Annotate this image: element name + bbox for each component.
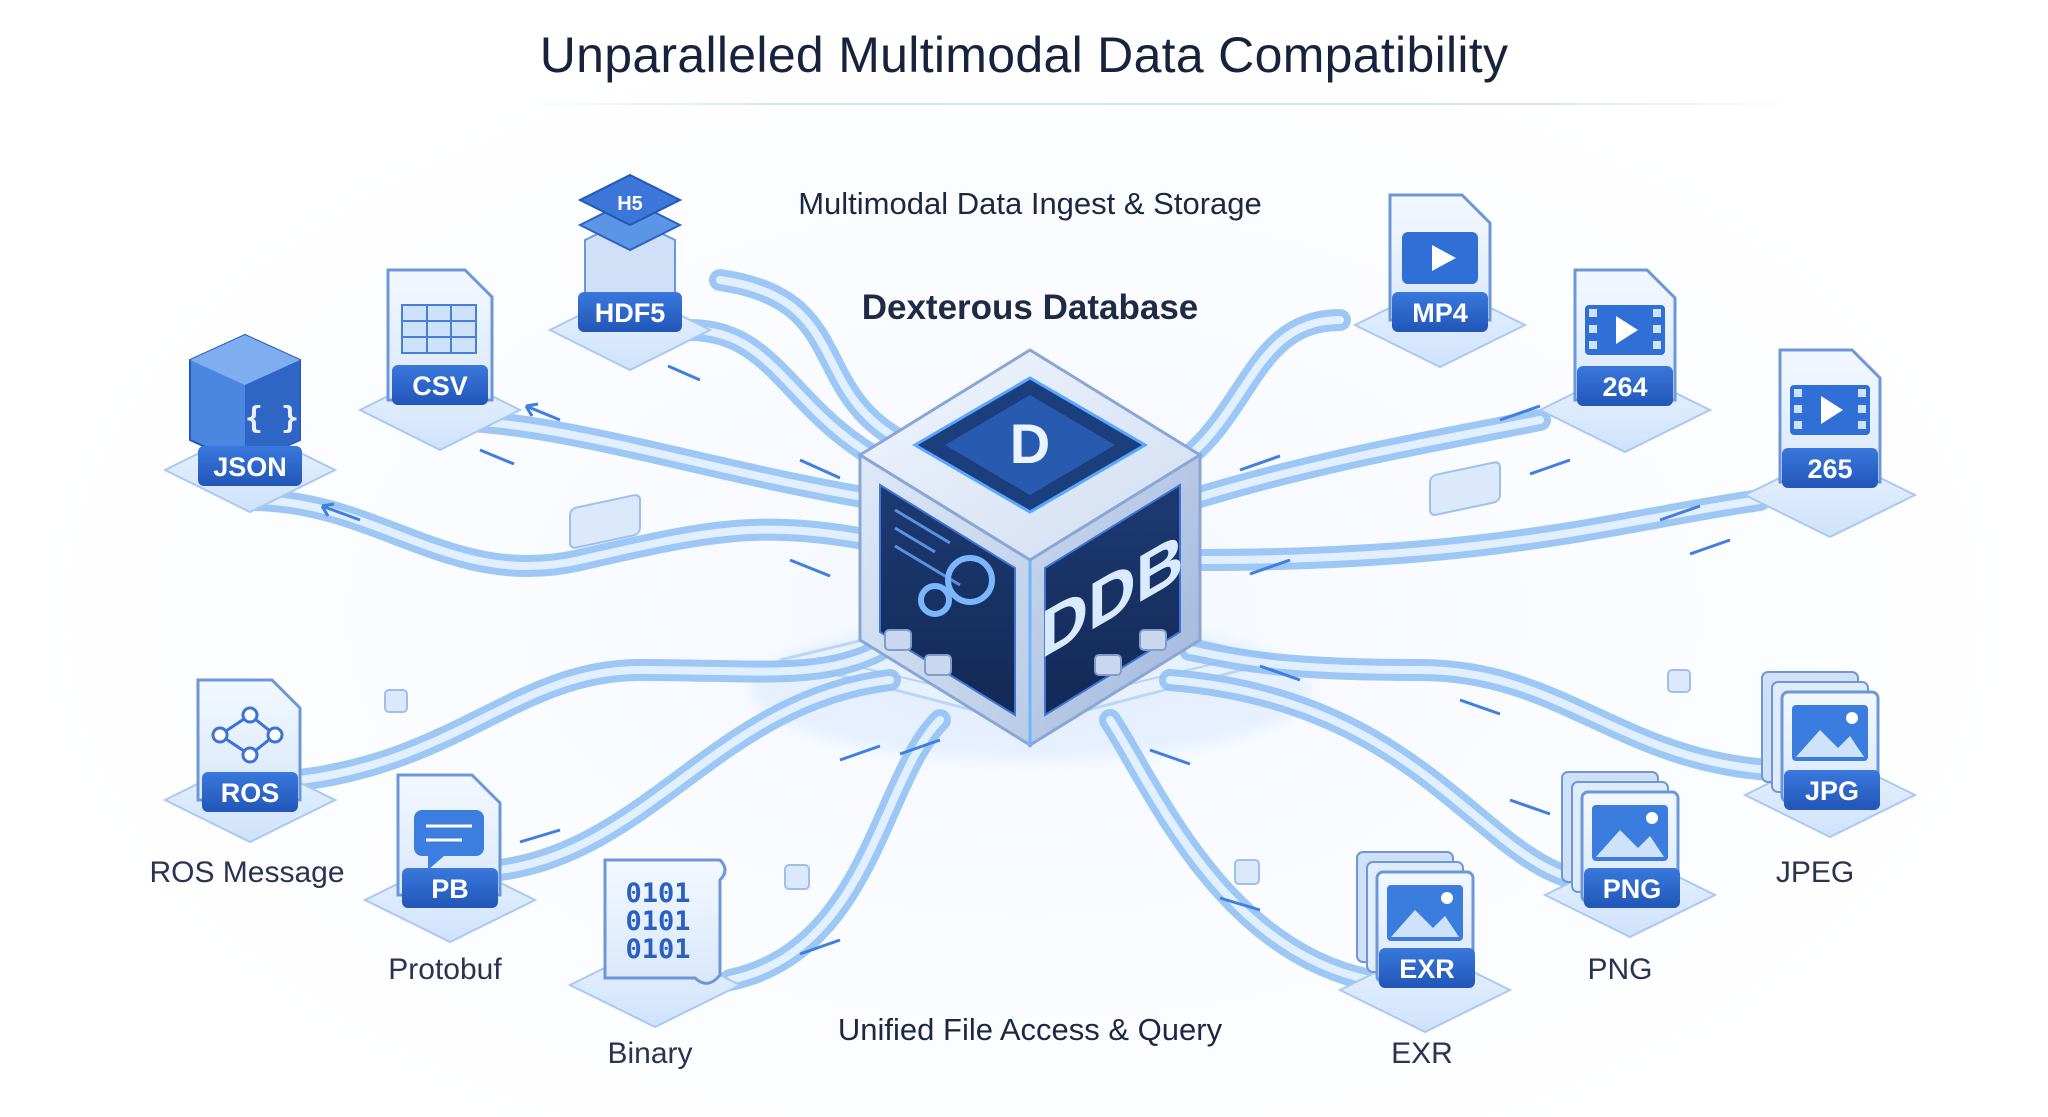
format-node-exr: EXR bbox=[1337, 851, 1513, 1034]
binary-line-3: 0101 bbox=[625, 934, 690, 965]
pipe-265 bbox=[1189, 489, 1771, 571]
pb-badge-label: PB bbox=[431, 874, 469, 904]
hdf5-tag: H5 bbox=[617, 193, 643, 215]
jpg-badge-label: JPG bbox=[1805, 776, 1859, 806]
mp4-badge bbox=[1392, 292, 1488, 332]
exr-badge-label: EXR bbox=[1399, 954, 1455, 984]
title-divider bbox=[520, 103, 1800, 105]
ros-badge-label: ROS bbox=[221, 778, 280, 808]
data-chips bbox=[384, 461, 1691, 890]
connector-pipes bbox=[239, 269, 1781, 991]
hdf5-badge bbox=[578, 292, 682, 332]
jpg-badge bbox=[1784, 770, 1880, 810]
pipe-exr bbox=[1099, 709, 1381, 991]
binary-caption: Binary bbox=[607, 1037, 693, 1070]
csv-badge bbox=[392, 365, 488, 405]
flow-arrows bbox=[320, 364, 1731, 956]
exr-badge bbox=[1379, 948, 1475, 988]
ddb-hub bbox=[857, 348, 1203, 748]
message-icon bbox=[414, 810, 484, 870]
image-icon bbox=[1387, 885, 1463, 941]
binary-line-1: 0101 bbox=[625, 878, 690, 909]
exr-caption: EXR bbox=[1391, 1037, 1453, 1070]
png-badge-label: PNG bbox=[1603, 874, 1662, 904]
format-node-pb: PB bbox=[362, 773, 538, 944]
png-caption: PNG bbox=[1587, 953, 1653, 986]
format-node-jpg: JPG bbox=[1742, 671, 1918, 839]
gear-icon bbox=[918, 555, 995, 617]
image-icon bbox=[1792, 705, 1868, 761]
ingest-storage-caption: Multimodal Data Ingest & Storage bbox=[798, 186, 1262, 221]
mp4-badge-label: MP4 bbox=[1412, 298, 1468, 328]
format-node-hdf5: H5 HDF5 bbox=[547, 173, 713, 372]
format-node-265: 265 bbox=[1742, 348, 1918, 539]
binary-line-2: 0101 bbox=[625, 906, 690, 937]
png-badge bbox=[1584, 868, 1680, 908]
image-icon bbox=[1592, 805, 1668, 861]
network-icon bbox=[211, 706, 284, 764]
page-title: Unparalleled Multimodal Data Compatibili… bbox=[539, 27, 1509, 83]
table-icon bbox=[401, 304, 477, 354]
file-access-caption: Unified File Access & Query bbox=[837, 1012, 1223, 1047]
format-node-csv: CSV bbox=[357, 268, 523, 452]
264-badge bbox=[1577, 366, 1673, 406]
csv-badge-label: CSV bbox=[412, 371, 468, 401]
center-heading: Dexterous Database bbox=[861, 288, 1199, 327]
json-badge bbox=[198, 446, 302, 486]
json-brace-glyph: { } bbox=[245, 401, 299, 436]
265-badge bbox=[1782, 448, 1878, 488]
hdf5-badge-label: HDF5 bbox=[595, 298, 666, 328]
format-node-png: PNG bbox=[1542, 771, 1718, 939]
protobuf-caption: Protobuf bbox=[388, 953, 502, 986]
json-badge-label: JSON bbox=[213, 452, 287, 482]
ros-caption: ROS Message bbox=[149, 856, 345, 889]
format-node-json: { } JSON bbox=[162, 333, 338, 514]
format-node-ros: ROS bbox=[162, 678, 338, 844]
format-node-264: 264 bbox=[1537, 268, 1713, 454]
pb-badge bbox=[402, 868, 498, 908]
264-badge-label: 264 bbox=[1602, 372, 1647, 402]
265-badge-label: 265 bbox=[1807, 454, 1852, 484]
format-node-binary: 0101 0101 0101 bbox=[567, 858, 743, 1029]
format-node-mp4: MP4 bbox=[1352, 193, 1528, 369]
jpeg-caption: JPEG bbox=[1775, 856, 1855, 889]
ros-badge bbox=[202, 772, 298, 812]
hub-logo-letter: D bbox=[1010, 412, 1050, 475]
